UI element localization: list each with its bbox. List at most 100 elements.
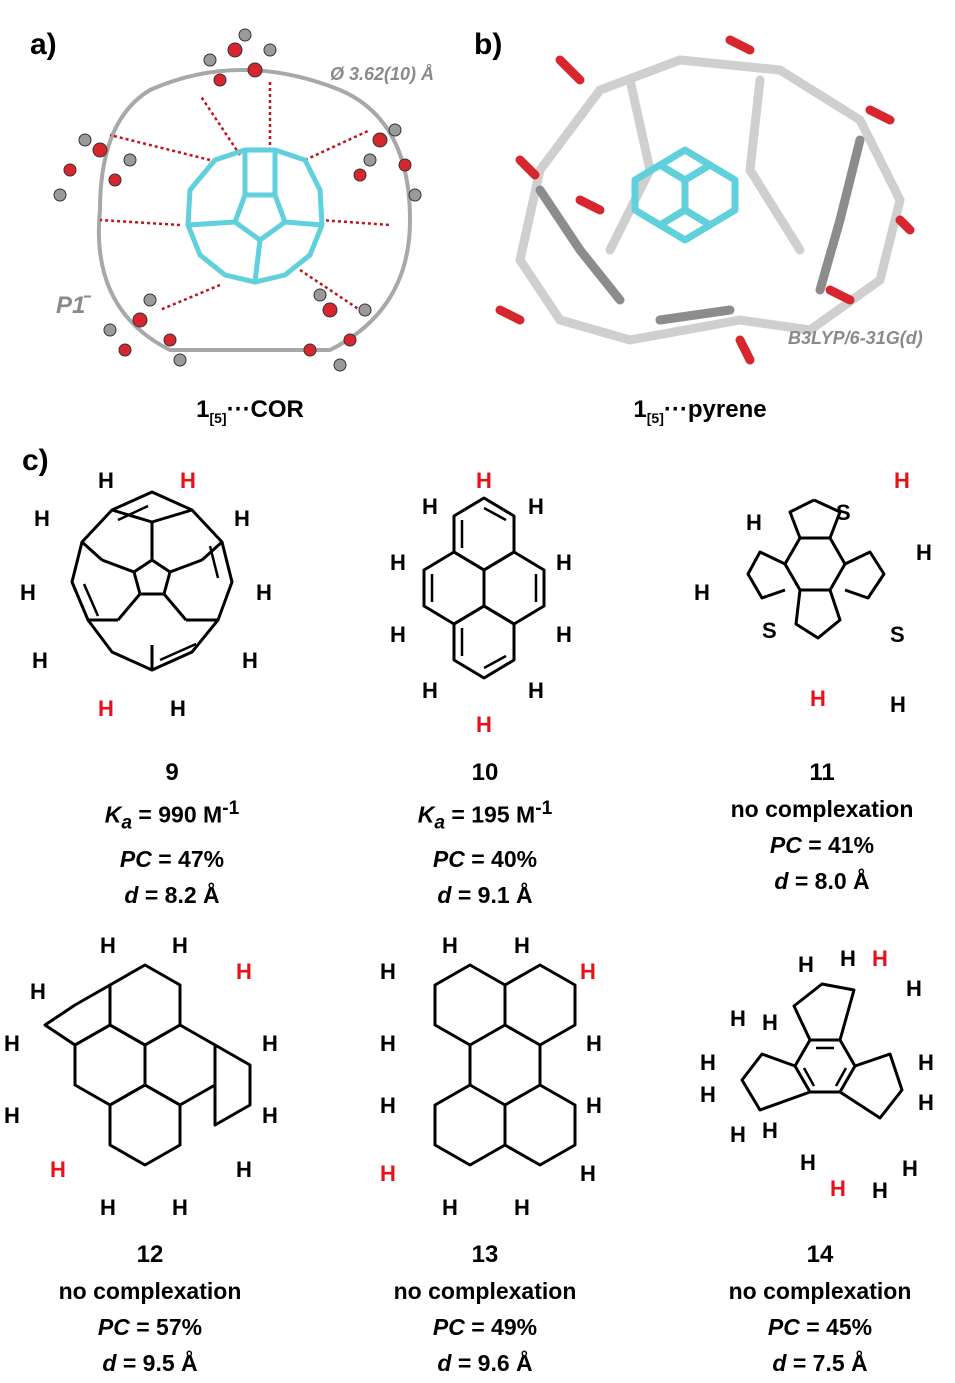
h-atom: H (100, 1195, 116, 1220)
structure-13-perylene: H H H H H H H H H H H H (380, 933, 602, 1220)
h-atom: H (586, 1031, 602, 1056)
h-atom: H (872, 1178, 888, 1203)
compound-11-data: 11 no complexation PC = 41% d = 8.0 Å (672, 755, 955, 899)
compound-9-data: 9 Ka = 990 M-1 PC = 47% d = 8.2 Å (22, 755, 322, 913)
h-atom: H (800, 1150, 816, 1175)
h-atom: H (442, 933, 458, 958)
ka-line: Ka = 195 M-1 (417, 798, 553, 834)
h-atom: H (556, 622, 572, 647)
h-atom: H (380, 959, 396, 984)
h-atom: H (762, 1118, 778, 1143)
h-atom: H (170, 696, 186, 721)
h-atom: H (380, 1031, 396, 1056)
pc-line: PC = 49% (432, 1314, 538, 1340)
h-atom: H (840, 946, 856, 971)
compound-number: 10 (471, 759, 499, 786)
h-atom: H (20, 580, 36, 605)
h-atom-highlight: H (810, 686, 826, 711)
h-atom: H (746, 510, 762, 535)
structure-12: H H H H H H H H H H H H (4, 933, 278, 1220)
h-atom: H (422, 494, 438, 519)
h-atom: H (528, 494, 544, 519)
s-atom: S (836, 500, 851, 525)
pc-line: PC = 45% (767, 1314, 873, 1340)
h-atom: H (442, 1195, 458, 1220)
diameter-note: Ø 3.62(10) Å (330, 64, 435, 84)
h-atom: H (730, 1122, 746, 1147)
crystal-structure-cor (53, 28, 422, 372)
caption-b: 1[5]···pyrene (633, 396, 767, 426)
h-atom: H (762, 1010, 778, 1035)
d-line: d = 8.0 Å (774, 868, 870, 894)
h-atom: H (918, 1090, 934, 1115)
complexation-line: no complexation (58, 1278, 242, 1304)
pc-line: PC = 41% (769, 832, 875, 858)
h-atom: H (890, 692, 906, 717)
structure-11-benzotrithiophene: S S S H H H H H H (694, 468, 932, 717)
h-atom-highlight: H (50, 1157, 66, 1182)
h-atom: H (700, 1050, 716, 1075)
h-atom: H (906, 976, 922, 1001)
h-atom: H (234, 506, 250, 531)
h-atom: H (390, 622, 406, 647)
method-note: B3LYP/6-31G(d) (788, 328, 923, 348)
h-atom: H (918, 1050, 934, 1075)
h-atom: H (172, 933, 188, 958)
structure-9-corannulene: H H H H H H H H H H (20, 468, 272, 721)
pc-line: PC = 47% (119, 846, 225, 873)
compound-10-data: 10 Ka = 195 M-1 PC = 40% d = 9.1 Å (335, 755, 635, 913)
s-atom: S (762, 618, 777, 643)
structure-10-pyrene: H H H H H H H H H H (390, 468, 572, 737)
complexation-line: no complexation (393, 1278, 577, 1304)
h-atom: H (30, 979, 46, 1004)
d-line: d = 9.1 Å (437, 882, 533, 909)
d-line: d = 7.5 Å (772, 1350, 868, 1376)
h-atom-highlight: H (476, 468, 492, 493)
compound-number: 9 (165, 759, 179, 786)
space-group-note: P1̄ (56, 292, 86, 319)
h-atom: H (4, 1103, 20, 1128)
dft-structure-pyrene (495, 35, 915, 365)
h-atom-highlight: H (872, 946, 888, 971)
h-atom-highlight: H (476, 712, 492, 737)
pc-line: PC = 40% (432, 846, 538, 873)
compound-number: 12 (136, 1241, 164, 1268)
h-atom: H (422, 678, 438, 703)
compound-number: 11 (809, 759, 835, 786)
compound-12-data: 12 no complexation PC = 57% d = 9.5 Å (0, 1237, 300, 1381)
h-atom-highlight: H (380, 1161, 396, 1186)
compound-number: 14 (806, 1241, 834, 1268)
panel-a-label: a) (30, 28, 57, 61)
h-atom: H (32, 648, 48, 673)
compound-number: 13 (471, 1241, 499, 1268)
h-atom-highlight: H (98, 696, 114, 721)
h-atom-highlight: H (580, 959, 596, 984)
h-atom: H (730, 1006, 746, 1031)
h-atom: H (242, 648, 258, 673)
d-line: d = 9.6 Å (437, 1350, 533, 1376)
h-atom: H (700, 1082, 716, 1107)
h-atom: H (514, 933, 530, 958)
h-atom: H (902, 1156, 918, 1181)
caption-a: 1[5]···COR (196, 396, 304, 426)
h-atom-highlight: H (180, 468, 196, 493)
h-atom: H (4, 1031, 20, 1056)
h-atom: H (256, 580, 272, 605)
h-atom: H (798, 952, 814, 977)
complexation-line: no complexation (728, 1278, 912, 1304)
complexation-line: no complexation (730, 796, 914, 822)
h-atom: H (580, 1161, 596, 1186)
h-atom-highlight: H (830, 1176, 846, 1201)
d-line: d = 9.5 Å (102, 1350, 198, 1376)
h-atom: H (586, 1093, 602, 1118)
ka-line: Ka = 990 M-1 (104, 798, 240, 834)
h-atom: H (236, 1157, 252, 1182)
pc-line: PC = 57% (97, 1314, 203, 1340)
panel-c-label: c) (22, 444, 49, 477)
h-atom-highlight: H (894, 468, 910, 493)
h-atom: H (916, 540, 932, 565)
panel-b-label: b) (474, 28, 503, 61)
h-atom: H (100, 933, 116, 958)
compound-13-data: 13 no complexation PC = 49% d = 9.6 Å (335, 1237, 635, 1381)
h-atom-highlight: H (236, 959, 252, 984)
